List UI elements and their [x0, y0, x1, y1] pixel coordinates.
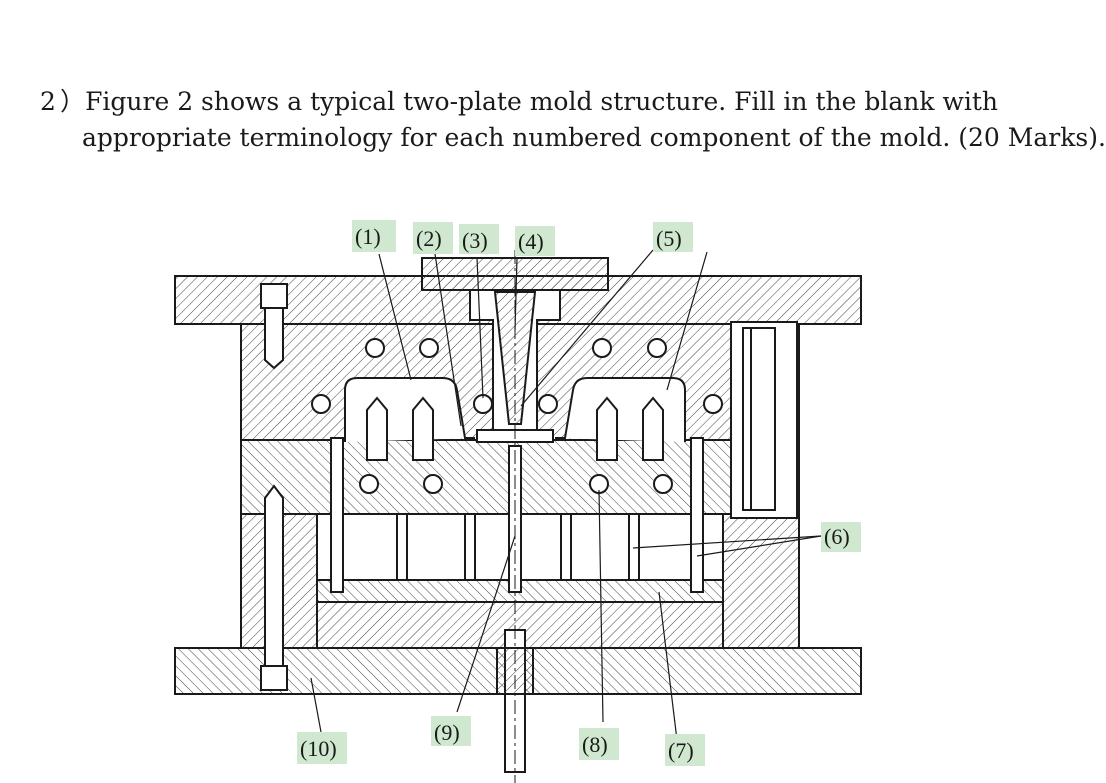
ejector-pin: [628, 513, 640, 581]
cooling-channel: [703, 394, 723, 414]
cooling-channel: [653, 474, 673, 494]
socket-head-screw-top: [260, 283, 288, 309]
ejector-pin: [464, 513, 476, 581]
question-text: 2） Figure 2 shows a typical two-plate mo…: [40, 84, 1106, 156]
label-8: (8): [579, 728, 619, 760]
two-plate-mold-diagram: (1) (2) (3) (4) (5) (6) (7) (8) (9) (10): [174, 220, 862, 783]
label-2-text: (2): [416, 226, 442, 251]
leader-line-3: [476, 257, 484, 399]
leader-line-2: [434, 253, 462, 427]
label-9-text: (9): [434, 720, 460, 745]
label-2: (2): [413, 222, 453, 254]
cooling-channel: [365, 338, 385, 358]
screw-shank-bottom: [264, 484, 284, 667]
label-4-text: (4): [518, 229, 544, 254]
question-text-line-1: Figure 2 shows a typical two-plate mold …: [85, 87, 998, 116]
cooling-channel: [538, 394, 558, 414]
ejector-pin: [396, 513, 408, 581]
label-7: (7): [665, 734, 705, 766]
label-10-text: (10): [300, 736, 337, 761]
label-7-text: (7): [668, 738, 694, 763]
cooling-channel: [647, 338, 667, 358]
core-insert-1: [366, 396, 388, 461]
leader-line-6b: [696, 535, 822, 557]
label-5-text: (5): [656, 226, 682, 251]
question-line-1: 2） Figure 2 shows a typical two-plate mo…: [40, 84, 998, 120]
screw-shank-top: [264, 307, 284, 370]
leader-line-6a: [632, 535, 822, 549]
molded-part-right: [555, 377, 686, 442]
label-6-text: (6): [824, 524, 850, 549]
core-insert-2: [412, 396, 434, 461]
cooling-channel: [592, 338, 612, 358]
leader-line-9: [456, 535, 516, 713]
leader-line-1: [378, 253, 412, 381]
label-1-text: (1): [355, 224, 381, 249]
cooling-channel: [419, 338, 439, 358]
label-1: (1): [352, 220, 396, 252]
return-pin-right: [690, 437, 704, 593]
leader-line-5a: [520, 249, 654, 407]
ejector-pin: [560, 513, 572, 581]
leader-line-8: [598, 489, 604, 723]
leader-line-4: [514, 257, 518, 331]
leader-line-10: [310, 677, 322, 733]
question-text-line-2: appropriate terminology for each numbere…: [82, 123, 1106, 152]
label-10: (10): [297, 732, 347, 764]
label-6: (6): [821, 522, 861, 552]
question-number: 2）: [40, 87, 86, 116]
label-8-text: (8): [582, 732, 608, 757]
label-9: (9): [431, 716, 471, 746]
return-pin-left: [330, 437, 344, 593]
leader-line-5b: [666, 251, 708, 391]
label-3-text: (3): [462, 228, 488, 253]
leader-line-7: [658, 591, 678, 741]
core-insert-4: [642, 396, 664, 461]
socket-head-screw-bottom: [260, 665, 288, 691]
spacer-block-right: [722, 513, 800, 649]
label-3: (3): [459, 224, 499, 254]
core-insert-3: [596, 396, 618, 461]
guide-pin: [742, 327, 776, 511]
cooling-channel: [359, 474, 379, 494]
cooling-channel: [423, 474, 443, 494]
cooling-channel: [311, 394, 331, 414]
label-5: (5): [653, 222, 693, 252]
label-4: (4): [515, 226, 555, 256]
